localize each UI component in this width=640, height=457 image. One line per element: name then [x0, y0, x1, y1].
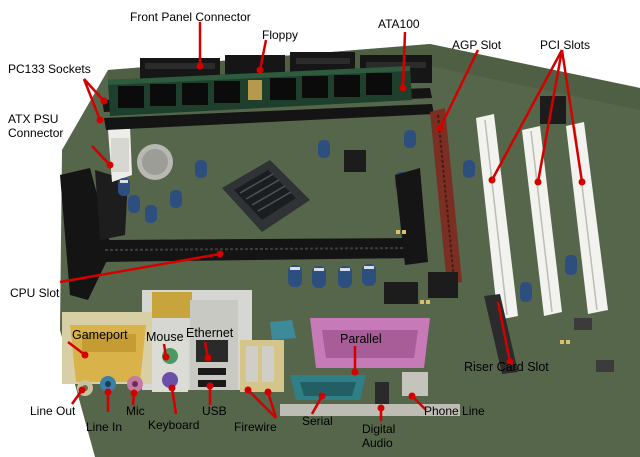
label-floppy: Floppy — [262, 28, 299, 42]
label-firewire: Firewire — [234, 420, 277, 434]
label-mic: Mic — [126, 404, 145, 418]
cpu-retention-bracket — [60, 168, 112, 300]
label-ata100: ATA100 — [378, 17, 420, 31]
label-line-out: Line Out — [30, 404, 76, 418]
label-pci-slots: PCI Slots — [540, 38, 591, 52]
firewire-port-1 — [246, 346, 258, 382]
label-pc133-sockets: PC133 Sockets — [8, 62, 91, 76]
pointer-lines — [59, 22, 584, 421]
label-phone-line: Phone Line — [424, 404, 485, 418]
pci-slot-1 — [476, 114, 518, 320]
firewire-port-2 — [262, 346, 274, 382]
label-serial: Serial — [302, 414, 333, 428]
phone-line-jack — [402, 372, 428, 396]
label-digital-audio: Digital Audio — [362, 422, 422, 450]
label-gameport: Gameport — [72, 328, 128, 342]
label-atx-psu-connector-text: ATX PSU Connector — [8, 112, 64, 140]
label-mouse: Mouse — [146, 330, 184, 344]
southbridge-chip — [428, 272, 458, 298]
keyboard-port — [162, 372, 178, 388]
pointer-dots — [78, 62, 586, 412]
label-usb: USB — [202, 404, 227, 418]
label-ethernet: Ethernet — [186, 326, 234, 340]
ram-socket-2 — [104, 104, 434, 130]
ethernet-port — [196, 340, 228, 362]
label-cpu-slot: CPU Slot — [10, 286, 60, 300]
label-front-panel-connector: Front Panel Connector — [130, 10, 251, 24]
label-atx-psu-connector: ATX PSU Connector — [8, 112, 88, 140]
label-parallel: Parallel — [340, 332, 382, 346]
usb-port-1 — [198, 368, 226, 375]
label-agp-slot: AGP Slot — [452, 38, 502, 52]
label-riser-card-slot: Riser Card Slot — [464, 360, 549, 374]
cpu-slot — [100, 238, 416, 262]
label-line-in: Line In — [86, 420, 123, 434]
digital-audio-jack — [375, 382, 389, 408]
label-keyboard: Keyboard — [148, 418, 200, 432]
label-digital-audio-text: Digital Audio — [362, 422, 396, 450]
pci-slot-3 — [566, 122, 608, 314]
